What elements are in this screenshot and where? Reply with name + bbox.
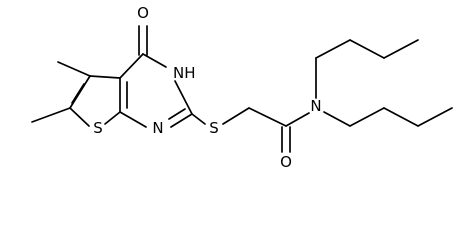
bond-butyl2-d (417, 107, 453, 127)
bond-c6-methyl (31, 107, 71, 123)
bond-c2-n1-inner (168, 108, 186, 120)
atom-label-carbonyl-oxygen: O (137, 4, 149, 22)
bond-s-ch2 (222, 107, 250, 125)
bond-butyl1-c (349, 39, 385, 59)
bond-n3-c2 (174, 80, 193, 115)
bond-butyl1-d (383, 39, 419, 59)
chemical-structure: O NH N S S N O (31, 4, 453, 171)
bond-butyl2-c (383, 107, 419, 127)
bond-c4a-c4 (119, 53, 144, 79)
atom-label-ring-n: N (152, 119, 163, 137)
bond-c5-c6 (69, 75, 91, 109)
bond-c4-n3 (142, 53, 167, 68)
bond-n-butyl2-a (323, 111, 351, 127)
bond-c5-c6-inner (71, 83, 85, 104)
bonds (31, 25, 453, 153)
bond-n1-c7a (119, 111, 147, 128)
atom-label-amide-nitrogen: N (310, 97, 321, 115)
bond-carbonyl-n (285, 112, 310, 127)
bond-s7-c7a (104, 111, 121, 125)
atom-label-thioether-sulfur: S (209, 119, 219, 137)
atom-labels: O NH N S S N O (93, 4, 321, 171)
bond-ch2-carbonyl (248, 107, 287, 127)
bond-c4a-c5 (89, 75, 121, 79)
bond-c5-methyl (57, 61, 91, 77)
bond-c6-s7 (69, 107, 90, 127)
bond-butyl1-b (315, 39, 351, 59)
bond-butyl2-b (349, 107, 385, 127)
atom-label-ring-nh: NH (173, 64, 196, 82)
bond-c2-n1 (170, 113, 193, 128)
atom-label-amide-oxygen: O (280, 153, 292, 171)
bond-c2-s (191, 113, 206, 125)
atom-label-thiophene-sulfur: S (93, 119, 103, 137)
